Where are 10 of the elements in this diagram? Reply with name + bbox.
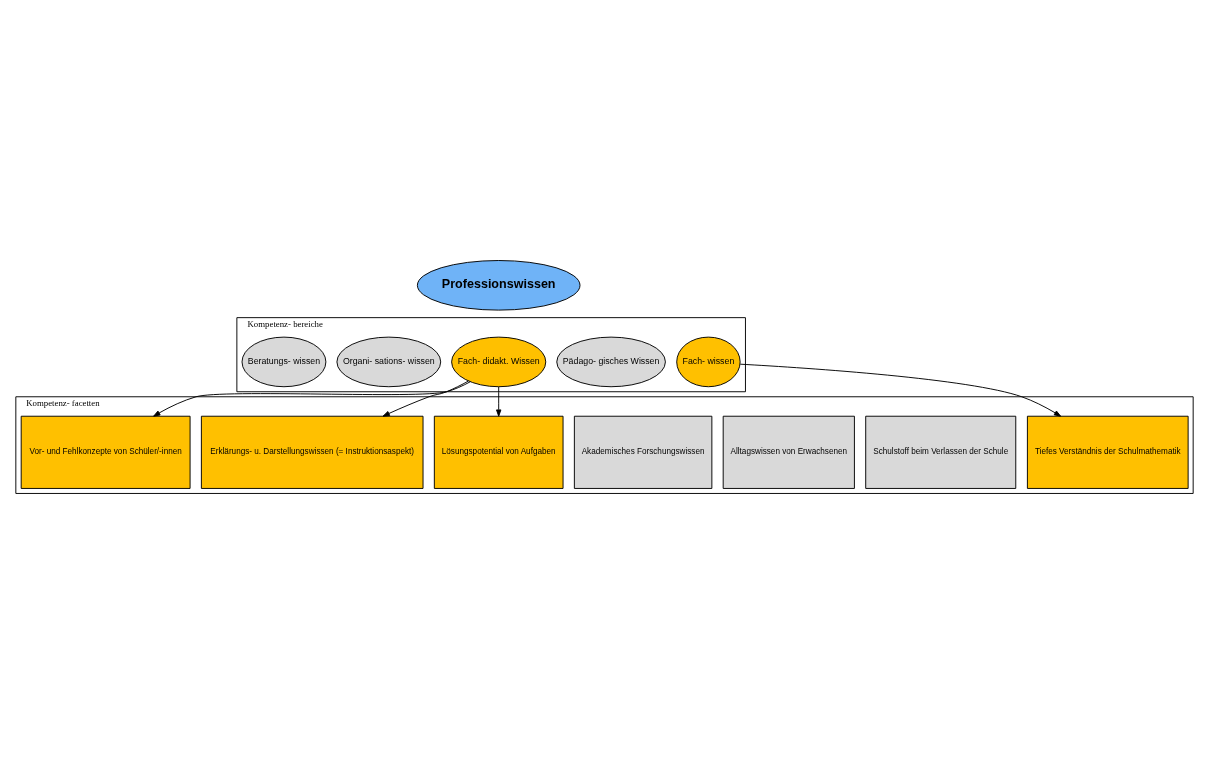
arrow: [153, 380, 471, 417]
arrow: [496, 385, 502, 417]
arrow: [739, 363, 1062, 417]
node-ellipse: Fach- didakt. Wissen: [451, 336, 547, 387]
node-ellipse: Organi- sations- wissen: [336, 336, 442, 387]
node-ellipse: Professionswissen: [416, 259, 581, 311]
node-ellipse: Beratungs- wissen: [241, 336, 327, 387]
arrow: [382, 380, 469, 417]
node-ellipse: Fach- wissen: [676, 336, 741, 387]
node-ellipse: Pädago- gisches Wissen: [556, 336, 666, 387]
